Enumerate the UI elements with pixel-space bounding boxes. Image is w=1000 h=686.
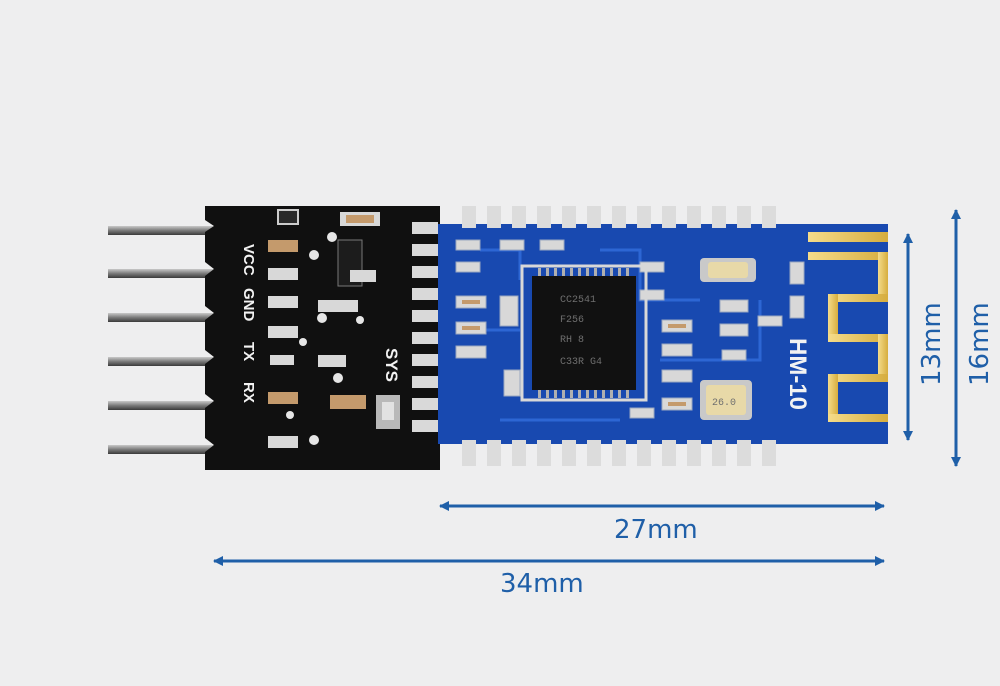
cc2541-chip: CC2541 F256 RH 8 C33R G4: [520, 264, 648, 402]
inner-height-label: 13mm: [917, 302, 947, 386]
header-pin: [108, 313, 228, 322]
status-led-label: SYS: [382, 348, 401, 382]
header-pin: [108, 401, 228, 410]
chip-marking-4: C33R G4: [560, 357, 602, 368]
module-label: HM-10: [784, 338, 811, 410]
module-length-label: 27mm: [614, 515, 698, 545]
header-pin: [108, 357, 228, 366]
pin-label-tx: TX: [240, 342, 257, 361]
crystal-marking: 26.0: [712, 398, 736, 409]
header-pin: [108, 226, 228, 235]
chip-marking-1: CC2541: [560, 295, 596, 306]
crystal: 26.0: [700, 380, 752, 420]
pcb-antenna: [808, 232, 888, 422]
carrier-board: [205, 206, 440, 470]
carrier-edge-pads: [412, 222, 438, 432]
pin-label-gnd: GND: [240, 288, 257, 322]
dimension-markers: [212, 208, 962, 567]
outer-height-label: 16mm: [965, 302, 995, 386]
header-pin: [108, 445, 228, 454]
total-length-label: 34mm: [500, 569, 584, 599]
pin-label-rx: RX: [240, 382, 257, 403]
chip-marking-2: F256: [560, 315, 584, 326]
chip-marking-3: RH 8: [560, 335, 584, 346]
header-pins: [108, 226, 228, 454]
ble-module: CC2541 F256 RH 8 C33R G4 26.0 HM-10: [438, 206, 888, 466]
header-pin: [108, 269, 228, 278]
pin-label-vcc: VCC: [240, 244, 257, 276]
